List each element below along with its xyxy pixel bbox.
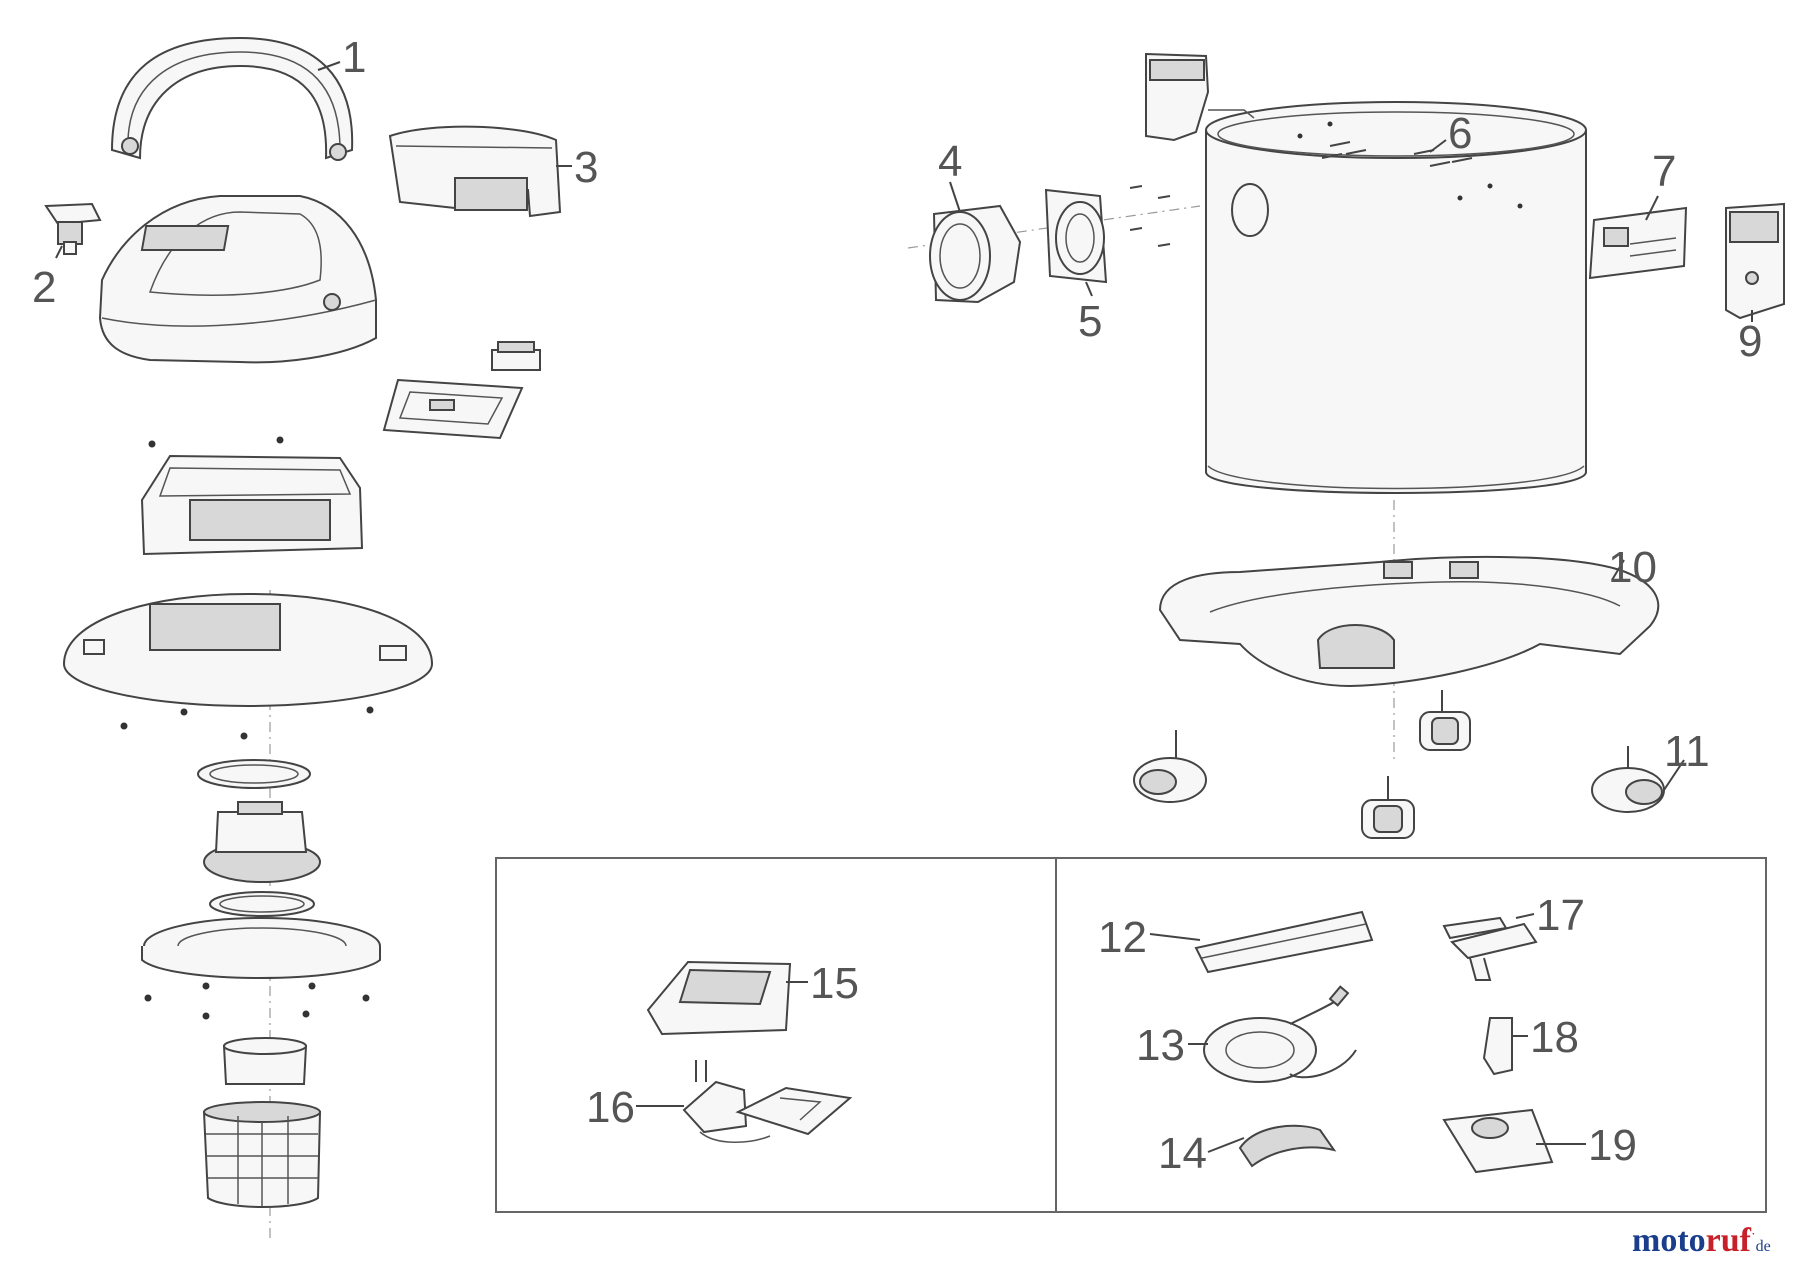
brand-logo-moto: moto [1632,1222,1706,1259]
battery-part [646,960,792,1036]
leader-17 [1515,913,1535,919]
callout-13: 13 [1136,1021,1185,1070]
crevice-tool-part [1482,1017,1513,1076]
callout-16: 16 [586,1083,635,1132]
small-clip-part [491,341,541,371]
sponge-filter-part [1238,1124,1337,1168]
filter-cup-part [222,1037,308,1085]
filter-cage-part [202,1101,322,1208]
circuit-board-part [382,378,524,440]
castor-wheel-4 [1591,746,1665,813]
leader-5 [1085,281,1093,297]
callout-2: 2 [32,263,56,312]
callout-15: 15 [810,959,859,1008]
leader-1 [317,61,341,71]
base-tray-part [1158,555,1660,688]
battery-housing-part [140,436,364,556]
castor-wheel-2 [1419,690,1471,751]
leader-7 [1645,195,1659,221]
motor-plate-part [63,592,433,740]
seal-ring-part [197,759,311,789]
callout-5: 5 [1078,297,1102,346]
callout-7: 7 [1652,147,1676,196]
motor-part [203,801,321,883]
leader-4 [949,181,961,213]
accessory-box [495,857,1767,1213]
brand-logo-ruf: ruf [1705,1222,1751,1259]
filter-plate-part [141,917,381,1020]
leader-6 [1429,139,1447,153]
leader-10 [1611,559,1625,581]
callout-4: 4 [938,137,962,186]
hose-part [1203,985,1357,1083]
latch-bracket-part [1588,206,1688,280]
leader-14 [1207,1137,1245,1153]
handle-part [110,36,354,161]
callout-18: 18 [1530,1013,1579,1062]
crevice-strip-part [1194,910,1374,974]
brand-logo-dot: · [1750,1227,1756,1243]
screws-part [1321,141,1473,167]
cover-flap-part [388,125,562,218]
floor-nozzle-part [1442,916,1538,981]
castor-wheel-3 [1361,776,1415,839]
callout-19: 19 [1588,1121,1637,1170]
gasket-ring-part [209,891,315,917]
left-latch-part [1145,52,1255,142]
callout-14: 14 [1158,1129,1207,1178]
tank-part [1205,101,1587,494]
leader-2 [55,245,63,259]
motor-hood-part [98,195,377,364]
brand-logo-tld: de [1755,1238,1771,1255]
inlet-flange-part [1044,185,1171,284]
right-latch-part [1725,202,1785,320]
callout-17: 17 [1536,891,1585,940]
castor-wheels-part [1133,690,1665,839]
leader-11 [1663,759,1685,791]
brand-logo[interactable]: motoruf·de [1632,1222,1771,1260]
callout-6: 6 [1448,109,1472,158]
hose-inlet-part [929,204,1022,304]
callout-10: 10 [1608,543,1657,592]
callout-12: 12 [1098,913,1147,962]
charger-part [682,1060,853,1143]
callout-3: 3 [574,143,598,192]
callout-11: 11 [1664,727,1710,776]
callout-9: 9 [1738,317,1762,366]
castor-wheel-1 [1133,730,1207,803]
filter-bag-part [1442,1108,1554,1174]
switch-knob-part [44,202,102,255]
callout-1: 1 [342,33,366,82]
leader-12 [1149,933,1201,941]
